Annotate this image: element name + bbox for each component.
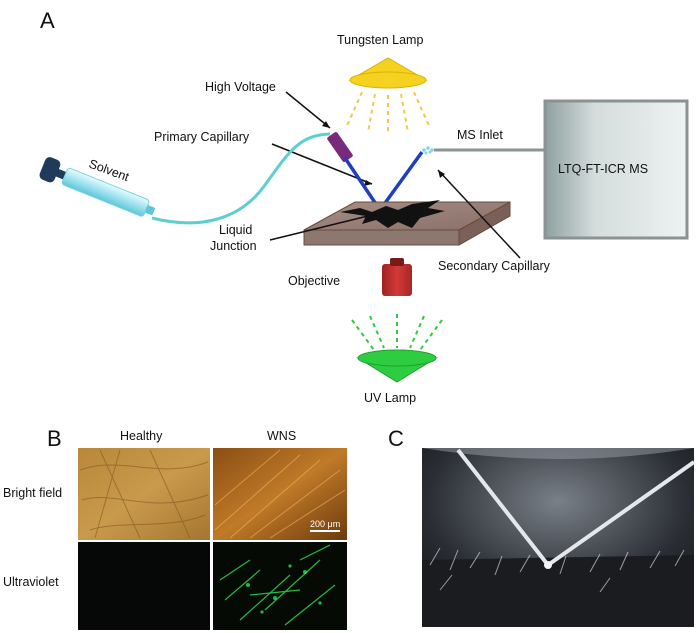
primary-capillary <box>343 157 382 211</box>
primary-capillary-label: Primary Capillary <box>154 130 250 144</box>
bat-wing-tissue <box>340 200 445 228</box>
secondary-capillary-arrow <box>437 169 521 259</box>
capillary-photograph <box>422 448 696 627</box>
panel-c-letter: C <box>388 426 404 451</box>
uv-lamp: UV Lamp <box>351 314 443 405</box>
scale-bar-label: 200 μm <box>310 519 340 529</box>
objective-label: Objective <box>288 274 340 288</box>
tungsten-lamp-label: Tungsten Lamp <box>337 33 423 47</box>
bright-field-row-label: Bright field <box>3 486 62 500</box>
panel-a-letter: A <box>40 8 55 33</box>
high-voltage-arrow <box>285 91 331 129</box>
liquid-junction-arrow <box>269 213 377 241</box>
high-voltage-electrode <box>327 132 353 162</box>
junction-label: Junction <box>210 239 257 253</box>
ms-instrument-box <box>543 99 689 240</box>
panel-b-letter: B <box>47 426 62 451</box>
ms-instrument-label: LTQ-FT-ICR MS <box>558 162 648 176</box>
ultraviolet-wns-image <box>213 542 347 630</box>
secondary-capillary-label: Secondary Capillary <box>438 259 551 273</box>
ultraviolet-healthy-image <box>78 542 210 630</box>
high-voltage-label: High Voltage <box>205 80 276 94</box>
photo-primary-capillary <box>456 448 550 567</box>
uv-light-rays <box>351 314 443 351</box>
bright-field-wns-image: 200 μm <box>213 448 347 540</box>
tissue-slide <box>303 200 511 246</box>
healthy-column-label: Healthy <box>120 429 163 443</box>
ultraviolet-row-label: Ultraviolet <box>3 575 59 589</box>
objective-lens <box>382 258 412 296</box>
primary-capillary-arrow <box>271 143 373 185</box>
wns-column-label: WNS <box>267 429 296 443</box>
uv-lamp-label: UV Lamp <box>364 391 416 405</box>
secondary-capillary <box>378 150 424 212</box>
bright-field-healthy-image <box>78 448 210 540</box>
tungsten-light-rays <box>345 91 431 134</box>
liquid-label: Liquid <box>219 223 252 237</box>
ms-inlet-tip <box>422 146 434 155</box>
tungsten-lamp: Tungsten Lamp <box>337 33 431 134</box>
solvent-tubing <box>151 132 331 225</box>
photo-secondary-capillary <box>546 460 696 567</box>
solvent-syringe <box>39 157 156 217</box>
ms-inlet-label: MS Inlet <box>457 128 503 142</box>
